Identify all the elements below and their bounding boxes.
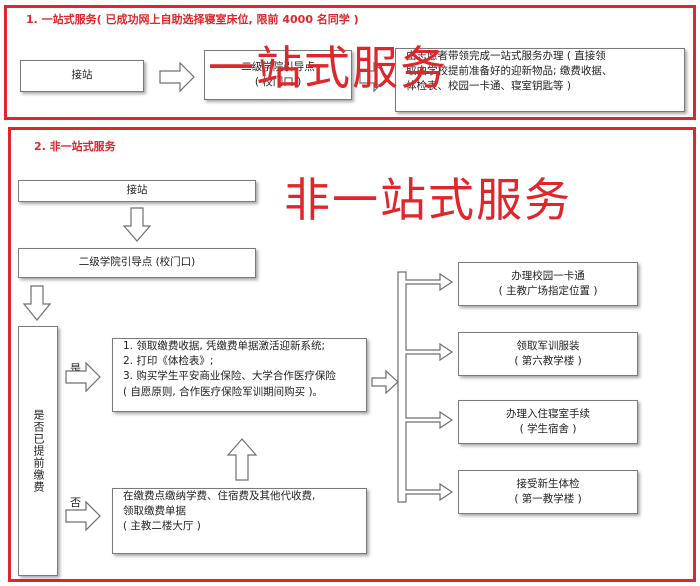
s2-prepaid-question-box: 是否已提前缴费 bbox=[18, 326, 58, 576]
task-medical-line1: 接受新生体检 bbox=[516, 477, 580, 490]
task-card-line1: 办理校园一卡通 bbox=[511, 269, 585, 282]
s1-service-line3: 体检表、校园一卡通、寝室钥匙等 ) bbox=[406, 80, 571, 93]
s2-arrow-down-1 bbox=[122, 207, 152, 242]
step-no-3: ( 主教二楼大厅 ) bbox=[123, 520, 201, 533]
s2-arrival-label: 接站 bbox=[126, 184, 148, 197]
s1-service-line2: 取由学校提前准备好的迎新物品; 缴费收据、 bbox=[406, 65, 613, 78]
task-card-line2: ( 主教广场指定位置 ) bbox=[498, 285, 598, 297]
section1-title: 1. 一站式服务( 已成功网上自助选择寝室床位, 限前 4000 名同学 ) bbox=[26, 13, 359, 26]
step-yes-2: 2. 打印《体检表》; bbox=[123, 355, 214, 368]
no-arrow bbox=[65, 500, 101, 532]
s1-service-box: 由志愿者带领完成一站式服务办理 ( 直接领 取由学校提前准备好的迎新物品; 缴费… bbox=[395, 48, 685, 112]
task-medical-line2: ( 第一教学楼 ) bbox=[514, 493, 582, 505]
section2-title: 2. 非一站式服务 bbox=[34, 140, 116, 153]
s1-guide-box: 二级学院引导点 ( 校门口 ) bbox=[204, 50, 352, 100]
to-tasks-arrow bbox=[371, 369, 399, 395]
s2-steps-yes-box: 1. 领取缴费收据, 凭缴费单据激活迎新系统; 2. 打印《体检表》; 3. 购… bbox=[112, 338, 367, 412]
task-dorm-line2: ( 学生宿舍 ) bbox=[519, 423, 577, 435]
step-no-2: 领取缴费单据 bbox=[123, 505, 186, 518]
step-yes-3: 3. 购买学生平安商业保险、大学合作医疗保险 bbox=[123, 370, 336, 383]
yes-arrow bbox=[65, 361, 101, 393]
s1-service-line1: 由志愿者带领完成一站式服务办理 ( 直接领 bbox=[406, 50, 606, 62]
task-dorm-line1: 办理入住寝室手续 bbox=[506, 407, 590, 420]
s1-arrow-1 bbox=[159, 61, 195, 93]
tasks-bracket bbox=[397, 271, 454, 503]
s2-overlay-text: 非一站式服务 bbox=[284, 173, 572, 227]
s1-guide-line2: ( 校门口 ) bbox=[254, 76, 302, 88]
s1-arrow-2 bbox=[359, 61, 389, 93]
s1-arrival-box: 接站 bbox=[20, 60, 144, 92]
s2-arrival-box: 接站 bbox=[18, 180, 256, 202]
s2-prepaid-question-label: 是否已提前缴费 bbox=[31, 409, 45, 493]
task-uniform-line2: ( 第六教学楼 ) bbox=[514, 355, 582, 367]
s1-overlay-text: 一站式服务 bbox=[208, 41, 448, 95]
label-no: 否 bbox=[70, 496, 81, 509]
step-no-1: 在缴费点缴纳学费、住宿费及其他代收费, bbox=[123, 490, 316, 502]
step-yes-1: 1. 领取缴费收据, 凭缴费单据激活迎新系统; bbox=[123, 340, 326, 352]
s2-arrow-down-2 bbox=[22, 285, 52, 321]
s2-guide-label: 二级学院引导点 (校门口) bbox=[78, 256, 196, 269]
task-dorm-box: 办理入住寝室手续 ( 学生宿舍 ) bbox=[458, 400, 638, 444]
section1-frame bbox=[4, 5, 696, 120]
s2-guide-box: 二级学院引导点 (校门口) bbox=[18, 248, 256, 278]
label-yes: 是 bbox=[70, 362, 81, 375]
task-uniform-box: 领取军训服装 ( 第六教学楼 ) bbox=[458, 332, 638, 376]
task-card-box: 办理校园一卡通 ( 主教广场指定位置 ) bbox=[458, 262, 638, 306]
s1-arrival-label: 接站 bbox=[71, 69, 93, 82]
task-uniform-line1: 领取军训服装 bbox=[516, 339, 580, 352]
section2-frame bbox=[8, 127, 696, 582]
task-medical-box: 接受新生体检 ( 第一教学楼 ) bbox=[458, 470, 638, 514]
s2-steps-no-box: 在缴费点缴纳学费、住宿费及其他代收费, 领取缴费单据 ( 主教二楼大厅 ) bbox=[112, 488, 367, 554]
step-yes-4: ( 自愿原则, 合作医疗保险军训期间购买 )。 bbox=[123, 385, 324, 398]
up-arrow bbox=[226, 438, 258, 481]
s1-guide-line1: 二级学院引导点 bbox=[241, 60, 315, 73]
